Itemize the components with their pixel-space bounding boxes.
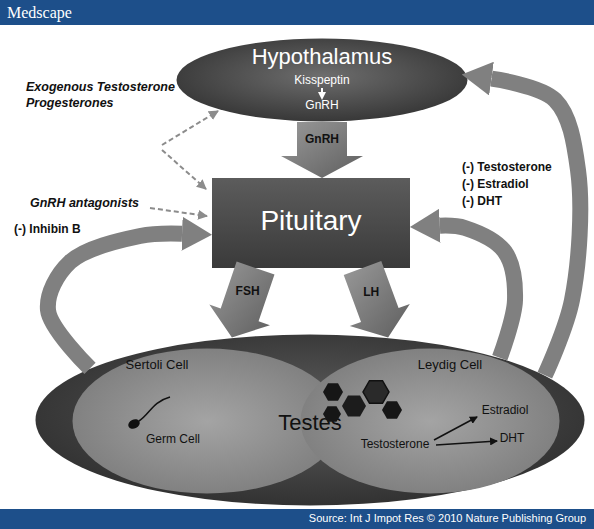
leydig-hexagon (323, 406, 341, 422)
leydig-hexagon (323, 383, 343, 400)
sperm-head (127, 417, 142, 430)
hormone-label: GnRH (305, 132, 339, 146)
node-ellipse (301, 349, 560, 494)
feedback-label: (-) Inhibin B (14, 222, 81, 236)
hormone-name: Testosterone (345, 438, 445, 452)
dashed-leader (162, 150, 206, 189)
conversion-arrow (436, 441, 497, 445)
brand-logo: Medscape (7, 3, 72, 22)
node-ellipse (177, 39, 468, 122)
footer-band (0, 509, 594, 529)
source-caption: Source: Int J Impot Res © 2010 Nature Pu… (309, 512, 586, 525)
leydig-hexagon (363, 381, 389, 404)
hypothalamus-ellipse: HypothalamusKisspeptinGnRH (176, 38, 468, 122)
dashed-leader (162, 111, 218, 145)
feedback-label: (-) Testosterone (462, 160, 552, 174)
organ-name: Testes (260, 410, 360, 435)
cell-name: Germ Cell (123, 433, 223, 447)
hormone-label: FSH (236, 284, 260, 298)
leydig-hexagon (382, 401, 402, 418)
feedback-label: (-) Estradiol (462, 177, 529, 191)
hormone-name: Estradiol (470, 404, 540, 418)
pituitary-box: Pituitary (212, 178, 410, 268)
hormone-name: Kisspeptin (176, 74, 468, 88)
header-band (0, 0, 594, 25)
testes-ellipse: Testes Sertoli CellGerm Cell Leydig CellEs… (35, 334, 585, 506)
cell-name: Leydig Cell (400, 358, 500, 373)
gland-name: Pituitary (212, 205, 410, 237)
node-rect (212, 178, 410, 268)
feedback-arrow (440, 226, 515, 358)
hormone-name: GnRH (176, 99, 468, 113)
gnrh-arrow (281, 122, 363, 178)
fsh-arrow (209, 262, 274, 338)
feedback-arrow (491, 79, 580, 376)
dashed-leader (150, 208, 207, 216)
small-arrow (321, 88, 323, 92)
node-ellipse (73, 349, 342, 494)
feedback-label: (-) DHT (462, 194, 502, 208)
conversion-arrow (434, 417, 477, 440)
hormone-name: DHT (492, 432, 532, 446)
lh-arrow (344, 261, 410, 337)
cell-name: Sertoli Cell (97, 358, 217, 373)
feedback-arrow (48, 234, 182, 369)
leydig-hexagon (342, 396, 366, 417)
node-ellipse (36, 335, 585, 506)
drug-label: Progesterones (26, 96, 114, 111)
drug-label: GnRH antagonists (30, 196, 139, 211)
sperm-tail (139, 397, 170, 421)
drug-label: Exogenous Testosterone (26, 80, 175, 95)
gland-name: Hypothalamus (176, 44, 468, 69)
hormone-label: LH (363, 284, 379, 298)
